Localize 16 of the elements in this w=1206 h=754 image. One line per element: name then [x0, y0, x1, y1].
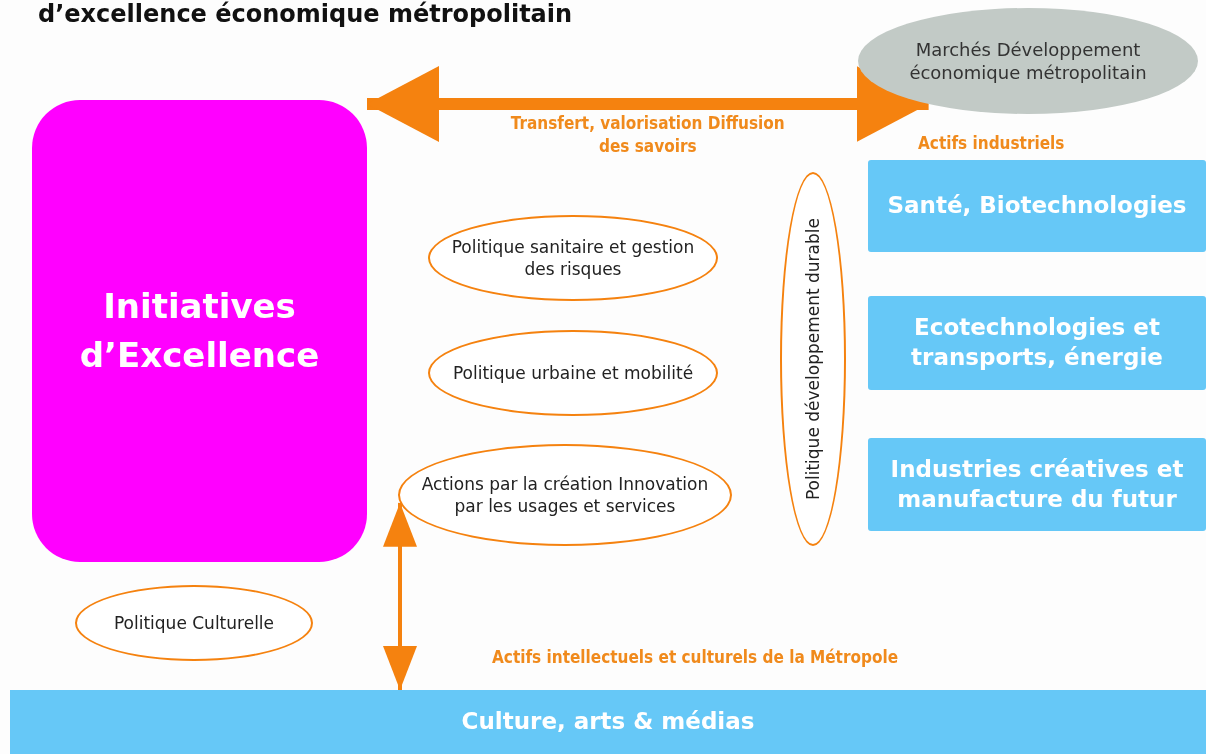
section-label: Actifs industriels: [918, 133, 1065, 153]
diagram-title: d’excellence économique métropolitain: [38, 0, 573, 28]
culture-band: Culture, arts & médias: [10, 690, 1206, 754]
policy-ellipse: Actions par la création Innovation par les usages et services: [398, 444, 732, 546]
policy-ellipse: Politique sanitaire et gestion des risques: [428, 215, 718, 301]
sector-box: Ecotechnologies et transports, énergie: [868, 296, 1206, 390]
policy-ellipse: Politique Culturelle: [75, 585, 313, 661]
edge-label: Transfert, valorisation Diffusion des savoirs: [509, 112, 786, 158]
market-ellipse: Marchés Développement économique métropolitain: [858, 8, 1198, 114]
sector-box: Industries créatives et manufacture du futur: [868, 438, 1206, 531]
policy-ellipse: Politique urbaine et mobilité: [428, 330, 718, 416]
initiative-box: Initiatives d’Excellence: [32, 100, 367, 562]
section-label: Actifs intellectuels et culturels de la Métropole: [492, 647, 899, 667]
sector-box: Santé, Biotechnologies: [868, 160, 1206, 252]
policy-ellipse: Politique développement durable: [780, 172, 846, 546]
double-arrow: [367, 66, 929, 142]
